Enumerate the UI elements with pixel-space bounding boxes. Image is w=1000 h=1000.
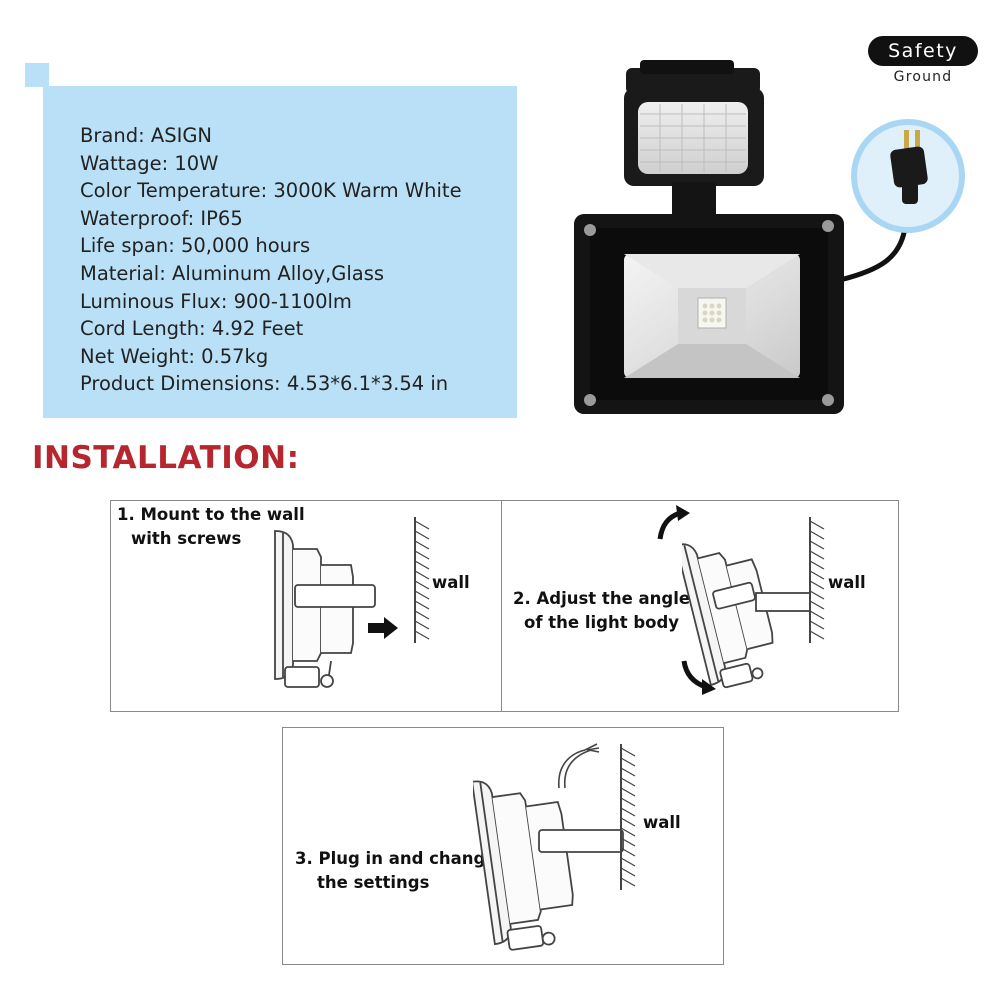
step-1-illustration [274,530,376,688]
step-1-wall-label: wall [432,573,470,592]
ground-label: Ground [893,69,953,85]
installation-title: INSTALLATION: [32,440,300,476]
step-1-panel: 1. Mount to the wall with screws wall [110,500,503,712]
wall-hatch [809,517,825,643]
step-3-panel: 3. Plug in and change the settings wall [282,727,724,965]
spec-wattage: Wattage: 10W [80,151,219,175]
spec-panel [43,86,517,418]
step-2-caption-line1: 2. Adjust the angle [513,589,691,608]
spec-material: Material: Aluminum Alloy,Glass [80,261,385,285]
rotate-arrow-icon [657,505,690,540]
step-3-caption-line1: 3. Plug in and change [295,849,497,868]
step-2-wall-label: wall [828,573,866,592]
spec-color-temperature: Color Temperature: 3000K Warm White [80,179,462,203]
wall-hatch [414,517,430,643]
product-image [574,60,965,414]
step-3-wall-label: wall [643,813,681,832]
step-2-illustration [682,543,811,689]
spec-net-weight: Net Weight: 0.57kg [80,344,269,368]
step-2-panel: 2. Adjust the angle of the light body wa… [501,500,899,712]
wall-hatch [620,744,636,890]
step-1-caption-line2: with screws [131,529,242,548]
spec-life-span: Life span: 50,000 hours [80,234,311,258]
step-1-caption-line1: 1. Mount to the wall [117,505,305,524]
spec-brand: Brand: ASIGN [80,124,213,147]
safety-badge: Safety [868,36,978,66]
power-plug-icon [890,130,928,204]
arrow-right-icon [368,617,398,639]
led-chip-icon [697,297,727,329]
step-3-illustration [473,743,624,951]
spec-panel-corner [25,63,49,87]
spec-cord-length: Cord Length: 4.92 Feet [80,317,304,341]
spec-luminous-flux: Luminous Flux: 900-1100lm [80,289,352,313]
step-3-caption-line2: the settings [317,873,430,892]
step-2-caption-line2: of the light body [524,613,680,632]
spec-list: Brand: ASIGN Wattage: 10W Color Temperat… [80,122,462,398]
rotate-arrow-icon [681,660,716,695]
spec-dimensions: Product Dimensions: 4.53*6.1*3.54 in [80,372,449,396]
pir-motion-sensor-icon [624,60,764,216]
spec-waterproof: Waterproof: IP65 [80,206,243,230]
